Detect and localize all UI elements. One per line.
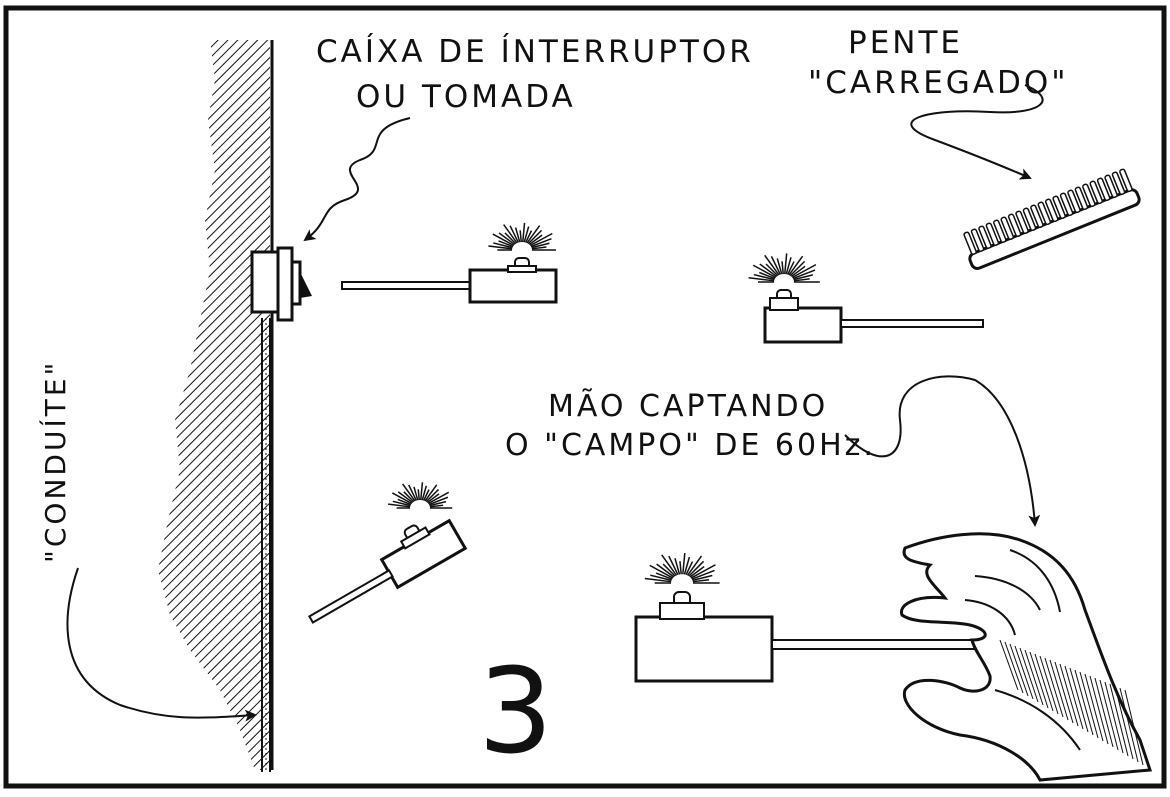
switch-box-label-line1: CAÍXA DE ÍNTERRUPTOR: [316, 34, 754, 70]
glow-rays-icon: [748, 253, 820, 283]
glow-rays-icon: [388, 482, 453, 509]
hand-label-line2: O "CAMPO" DE 60Hz.: [505, 428, 876, 463]
wall-hatch-icon: [158, 40, 270, 770]
hand-icon: [899, 532, 1153, 782]
switch-box-label-line2: OU TOMADA: [356, 79, 576, 115]
figure-number: 3: [478, 642, 554, 780]
conduit-label: "CONDUÍTE": [39, 359, 72, 563]
neon-probe-icon: [341, 257, 558, 304]
conduit-arrow-icon: [66, 567, 257, 722]
glow-rays-icon: [644, 552, 720, 584]
neon-probe-icon: [763, 289, 984, 344]
hand-label-line1: MÃO CAPTANDO: [548, 389, 829, 424]
switch-box-icon: [250, 246, 312, 322]
switch-box-arrow-icon: [303, 117, 411, 242]
comb-label-line2: "CARREGADO": [808, 65, 1069, 101]
comb-label-line1: PENTE: [848, 25, 963, 61]
outer-frame: [3, 5, 1167, 789]
hand-arrow-icon: [844, 375, 1041, 527]
comb-icon: [963, 168, 1141, 270]
glow-rays-icon: [488, 222, 557, 251]
neon-probe-icon: [308, 518, 468, 624]
comb-arrow-icon: [910, 84, 1044, 180]
conduit-pipe-icon: [261, 318, 271, 772]
neon-probe-icon: [634, 591, 989, 683]
